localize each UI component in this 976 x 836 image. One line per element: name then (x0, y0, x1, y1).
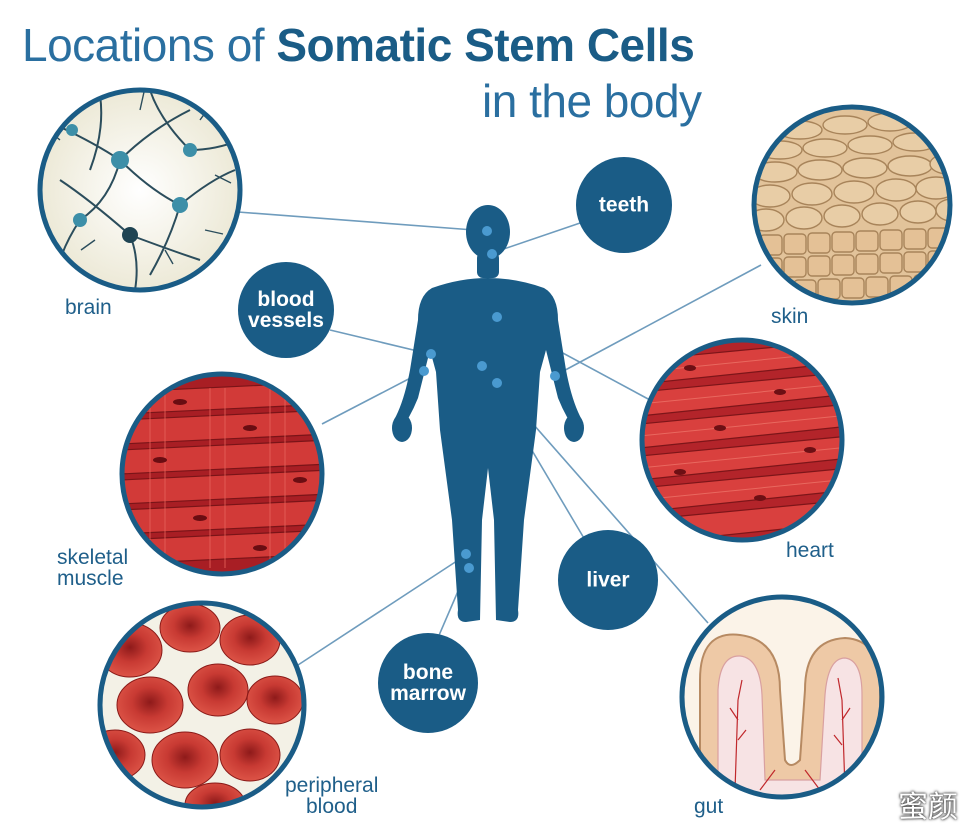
caption-brain: brain (65, 296, 112, 319)
bubble-bone-marrow (378, 633, 478, 733)
caption-gut: gut (694, 795, 724, 818)
bubble-teeth (576, 157, 672, 253)
bubble-label-bone-marrow-line1: bone (402, 661, 454, 684)
caption-heart: heart (786, 539, 834, 562)
skin-tissue-image (751, 104, 953, 306)
caption-peripheral-blood: peripheral blood (285, 775, 378, 817)
bubble-label-bone-marrow-line2: marrow (390, 682, 466, 705)
body-markers (419, 226, 560, 573)
skeletal-muscle-tissue-image (119, 371, 325, 577)
bubble-label-blood-vessels: blood vessels (248, 289, 324, 331)
bubble-label-teeth: teeth (598, 193, 650, 217)
bubble-label-liver: liver (586, 568, 630, 592)
line-peripheral-blood (297, 554, 467, 666)
bubble-label-blood-vessels-line2: vessels (248, 309, 324, 332)
line-brain (237, 211, 488, 232)
diagram-subtitle: in the body (482, 75, 702, 127)
bubble-liver (558, 530, 658, 630)
line-skeletal-muscle (321, 370, 425, 425)
line-teeth (491, 221, 584, 254)
brain-tissue-image (37, 87, 243, 293)
watermark: 蜜颜 (898, 790, 958, 825)
bubble-blood-vessels (238, 262, 334, 358)
human-body-silhouette (392, 205, 584, 622)
line-skin (555, 264, 762, 376)
title-bold: Somatic Stem Cells (276, 19, 695, 71)
bubble-label-bone-marrow: bone marrow (390, 662, 466, 704)
caption-peripheral-blood-line2: blood (306, 795, 358, 818)
gut-tissue-image (679, 594, 885, 800)
heart-tissue-image (639, 337, 845, 543)
caption-skeletal-muscle-line2: muscle (57, 567, 124, 590)
caption-peripheral-blood-line1: peripheral (285, 774, 379, 797)
title-prefix: Locations of (22, 19, 277, 71)
diagram-title: Locations of Somatic Stem Cells (22, 18, 695, 72)
caption-skeletal-muscle: skeletal muscle (57, 547, 128, 589)
peripheral-blood-tissue-image (97, 600, 307, 810)
caption-skin: skin (771, 305, 809, 328)
caption-skeletal-muscle-line1: skeletal (57, 546, 129, 569)
bubble-label-blood-vessels-line1: blood (257, 288, 315, 311)
